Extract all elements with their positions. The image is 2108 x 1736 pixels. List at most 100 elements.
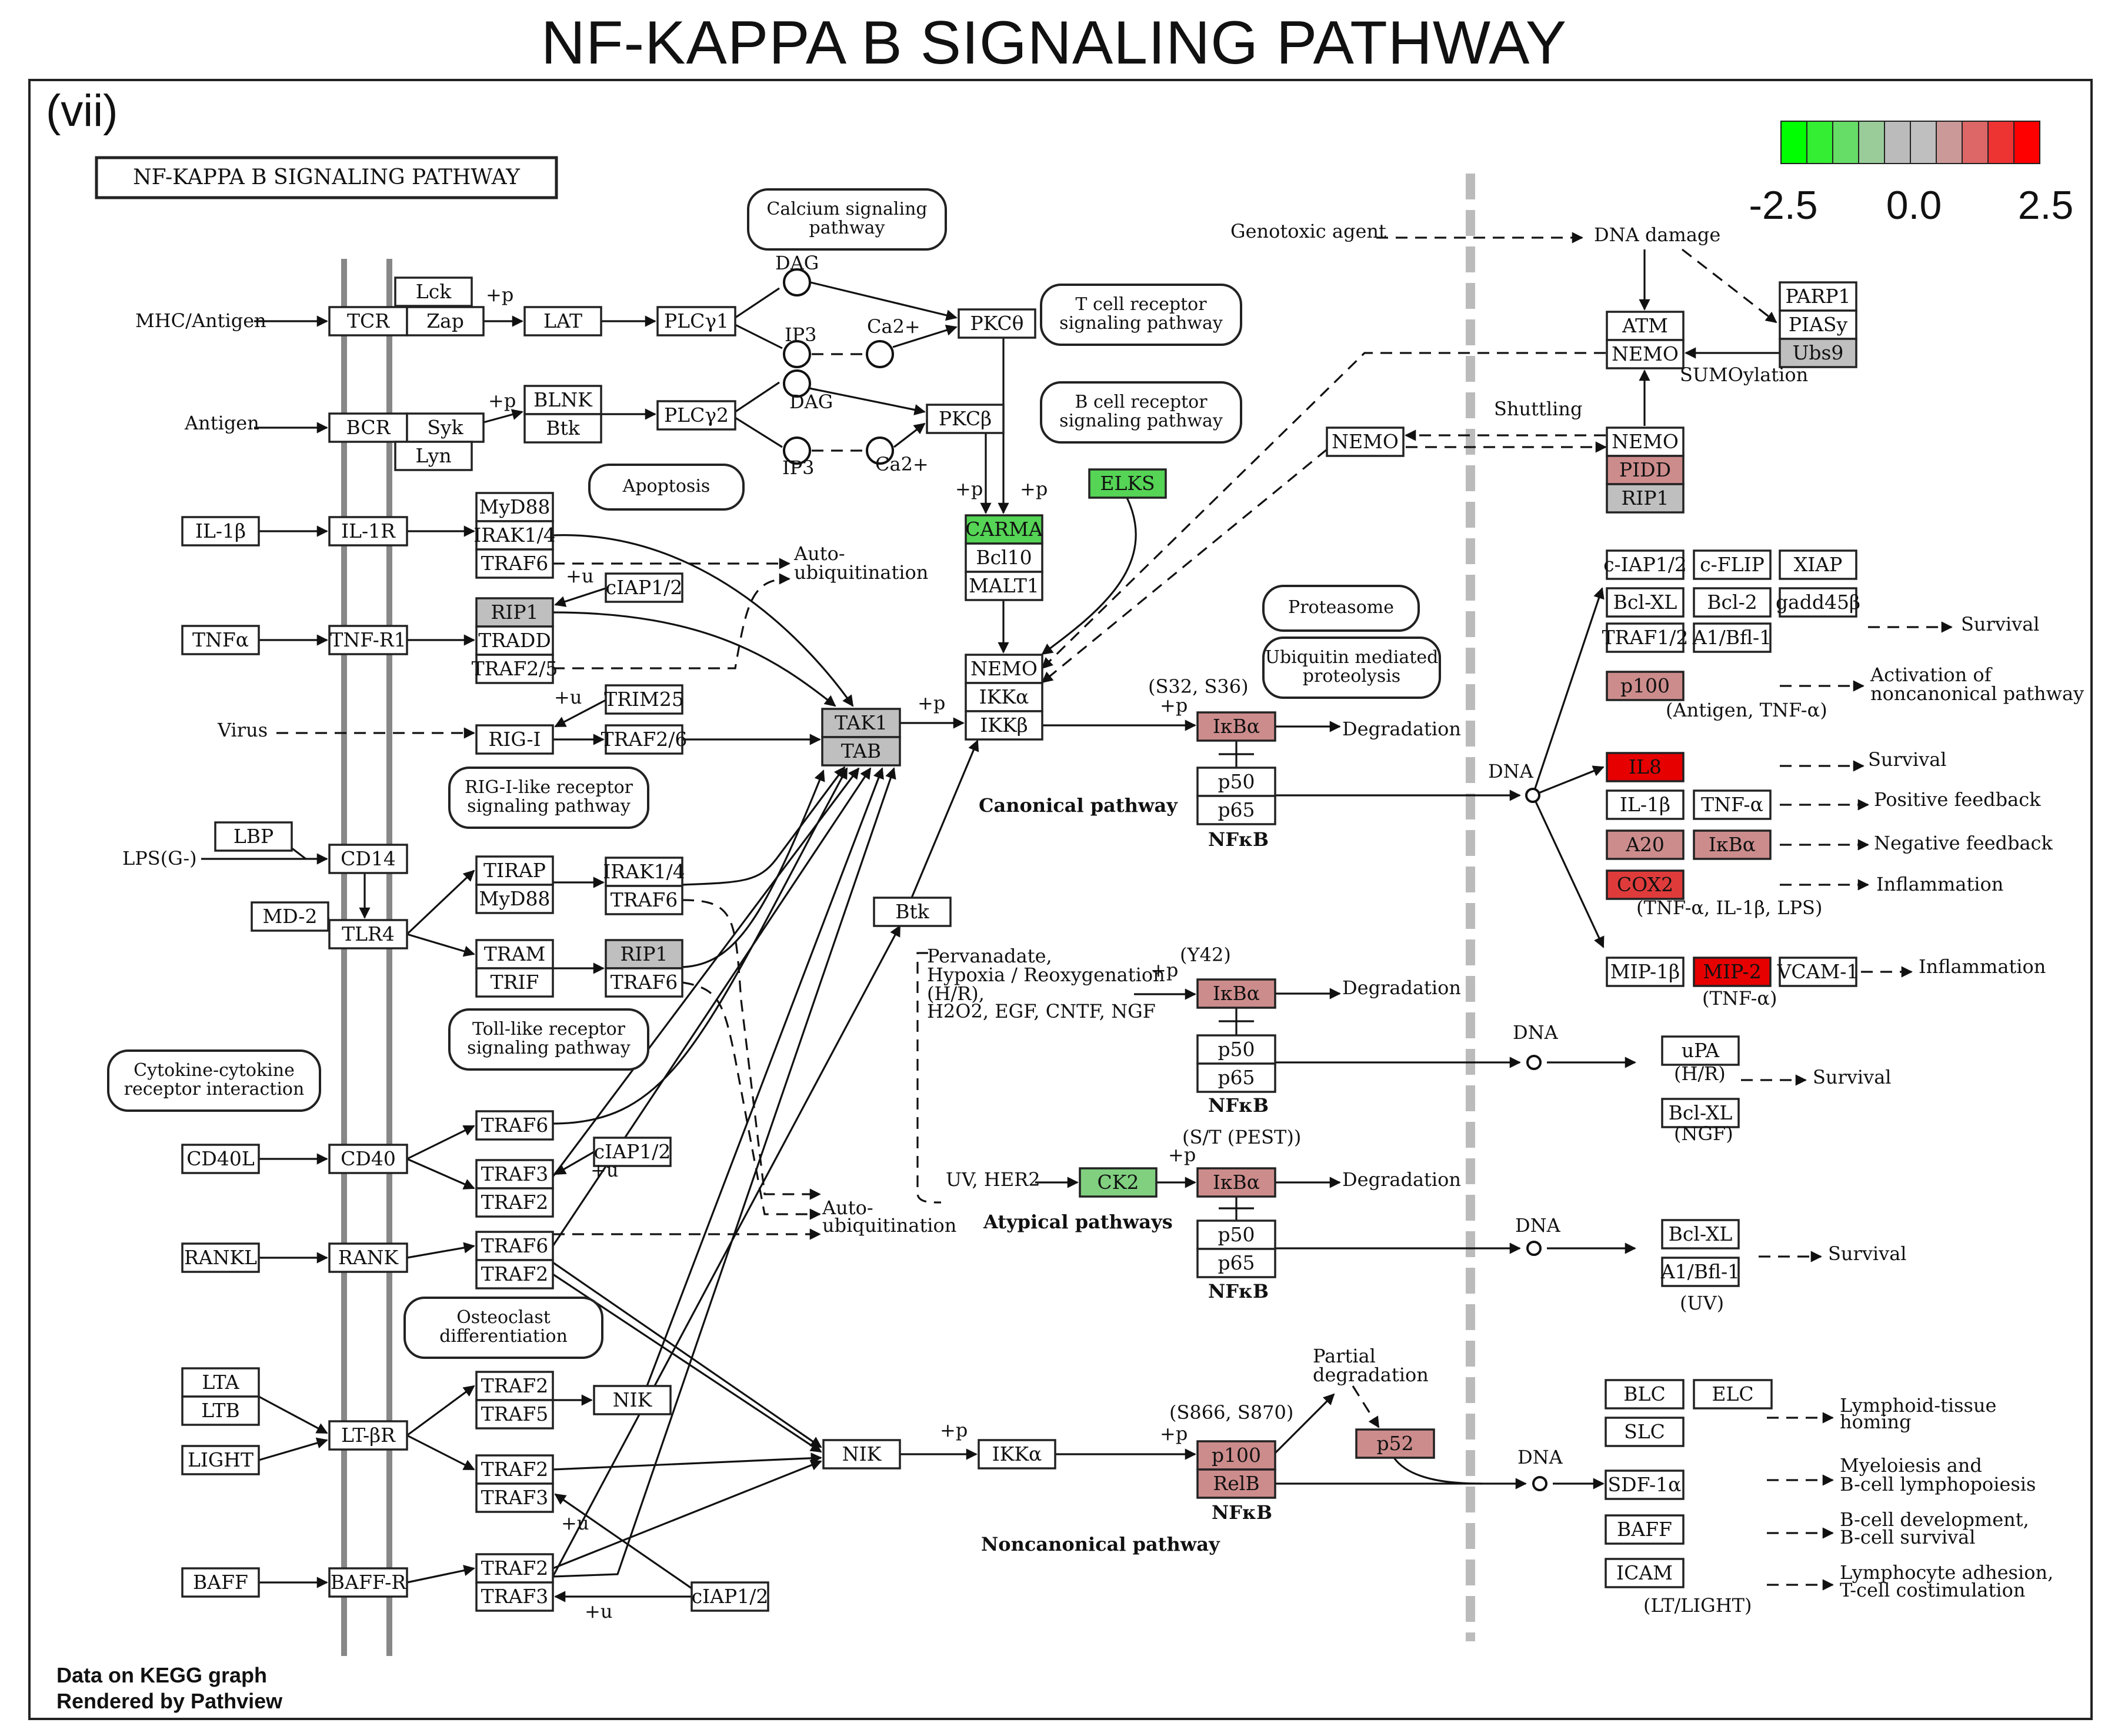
gene-node-irak14a[interactable]: IRAK1/4 [473, 520, 556, 551]
gene-node-tirap[interactable]: TIRAP [475, 855, 554, 886]
gene-node-p50c[interactable]: p50 [1196, 1219, 1276, 1250]
gene-node-ubc9[interactable]: Ubs9 [1779, 338, 1857, 368]
gene-node-a1bfl1a[interactable]: A1/Bfl-1 [1692, 622, 1772, 653]
gene-node-bclxl1[interactable]: Bcl-XL [1606, 587, 1685, 618]
pathway-link[interactable]: Proteasome [1262, 585, 1420, 632]
gene-node-mip2[interactable]: MIP-2 [1693, 957, 1772, 987]
gene-node-p65c[interactable]: p65 [1196, 1248, 1276, 1278]
gene-node-il1r[interactable]: IL-1R [328, 516, 408, 547]
gene-node-rankl[interactable]: RANKL [181, 1242, 260, 1273]
gene-node-ciap3[interactable]: cIAP1/2 [691, 1581, 769, 1612]
gene-node-a20[interactable]: A20 [1606, 829, 1685, 860]
gene-node-nemo3[interactable]: NEMO [1606, 339, 1685, 369]
gene-node-bclxl3[interactable]: Bcl-XL [1661, 1219, 1740, 1249]
gene-node-bcr[interactable]: BCR [328, 412, 408, 443]
gene-node-btk2[interactable]: Btk [873, 897, 952, 927]
gene-node-traf3c[interactable]: TRAF3 [475, 1581, 554, 1612]
gene-node-tcr[interactable]: TCR [328, 306, 408, 336]
gene-node-md2[interactable]: MD-2 [251, 901, 329, 932]
gene-node-traf6d[interactable]: TRAF6 [475, 1110, 554, 1141]
gene-node-traf25[interactable]: TRAF2/5 [472, 654, 558, 684]
gene-node-traf3b[interactable]: TRAF3 [475, 1482, 554, 1513]
gene-node-myd88a[interactable]: MyD88 [475, 492, 554, 522]
gene-node-nik2[interactable]: NIK [822, 1439, 901, 1470]
gene-node-tram[interactable]: TRAM [475, 939, 554, 969]
gene-node-tnfa2[interactable]: TNF-α [1693, 789, 1772, 820]
gene-node-cflip[interactable]: c-FLIP [1693, 549, 1772, 580]
gene-node-ciap4[interactable]: c-IAP1/2 [1603, 549, 1687, 580]
gene-node-ck2[interactable]: CK2 [1079, 1167, 1158, 1198]
gene-node-il1b2[interactable]: IL-1β [1606, 789, 1685, 820]
gene-node-btk1[interactable]: Btk [523, 413, 602, 444]
gene-node-ikka1[interactable]: IKKα [965, 682, 1043, 712]
gene-node-xiap[interactable]: XIAP [1779, 549, 1857, 580]
gene-node-p52[interactable]: p52 [1355, 1428, 1435, 1459]
gene-node-lta[interactable]: LTA [181, 1367, 260, 1398]
gene-node-tlr4[interactable]: TLR4 [328, 919, 408, 949]
gene-node-blnk[interactable]: BLNK [523, 385, 602, 415]
gene-node-cox2[interactable]: COX2 [1606, 869, 1685, 900]
gene-node-p50a[interactable]: p50 [1196, 767, 1276, 797]
gene-node-rank[interactable]: RANK [328, 1242, 408, 1273]
gene-node-blc[interactable]: BLC [1605, 1379, 1685, 1410]
gene-node-bclxl2[interactable]: Bcl-XL [1661, 1098, 1740, 1128]
gene-node-traf6e[interactable]: TRAF6 [475, 1231, 554, 1261]
gene-node-il1b[interactable]: IL-1β [181, 516, 260, 547]
gene-node-zap[interactable]: Zap [406, 306, 485, 336]
gene-node-traf2e[interactable]: TRAF2 [475, 1454, 554, 1485]
gene-node-traf6c[interactable]: TRAF6 [605, 967, 683, 998]
gene-node-mip1b[interactable]: MIP-1β [1606, 957, 1685, 987]
gene-node-vcam1[interactable]: VCAM-1 [1777, 957, 1859, 987]
gene-node-traf2f[interactable]: TRAF2 [475, 1553, 554, 1584]
gene-node-ikba2[interactable]: IκBα [1693, 829, 1772, 860]
gene-node-rip1c[interactable]: RIP1 [1606, 483, 1685, 514]
gene-node-myd88b[interactable]: MyD88 [475, 884, 554, 914]
gene-node-rigi[interactable]: RIG-I [475, 724, 554, 755]
gene-node-irak14b[interactable]: IRAK1/4 [603, 857, 685, 887]
gene-node-il8[interactable]: IL8 [1606, 752, 1685, 782]
gene-node-nemo4[interactable]: NEMO [1606, 426, 1685, 457]
gene-node-traf2b[interactable]: TRAF2 [475, 1187, 554, 1218]
gene-node-ltbr[interactable]: LT-βR [328, 1420, 408, 1451]
gene-node-ikkb1[interactable]: IKKβ [965, 710, 1043, 741]
gene-node-ltb[interactable]: LTB [181, 1395, 260, 1426]
gene-node-rip1a[interactable]: RIP1 [475, 597, 554, 628]
gene-node-piasy[interactable]: PIASy [1779, 309, 1857, 340]
gene-node-traf6a[interactable]: TRAF6 [475, 548, 554, 579]
gene-node-traf3a[interactable]: TRAF3 [475, 1159, 554, 1189]
gene-node-traf2a[interactable]: TRAF2/6 [601, 724, 688, 755]
gene-node-tnfa[interactable]: TNFα [181, 625, 260, 655]
gene-node-p100b[interactable]: p100 [1196, 1440, 1276, 1471]
gene-node-tab[interactable]: TAB [821, 736, 901, 767]
gene-node-pkct[interactable]: PKCθ [958, 308, 1036, 339]
gene-node-malt1[interactable]: MALT1 [965, 571, 1043, 601]
gene-node-ikka2[interactable]: IKKα [978, 1439, 1056, 1470]
gene-node-bcl10[interactable]: Bcl10 [965, 542, 1043, 573]
gene-node-lat[interactable]: LAT [523, 306, 602, 336]
gene-node-atm[interactable]: ATM [1606, 311, 1685, 341]
gene-node-light[interactable]: LIGHT [181, 1445, 260, 1475]
gene-node-icam[interactable]: ICAM [1605, 1558, 1685, 1588]
gene-node-tak1[interactable]: TAK1 [821, 708, 901, 738]
gene-node-lbp[interactable]: LBP [214, 821, 293, 852]
gene-node-relb[interactable]: RelB [1196, 1468, 1276, 1499]
gene-node-pkcb[interactable]: PKCβ [926, 404, 1005, 434]
gene-node-ikba4[interactable]: IκBα [1196, 1167, 1276, 1198]
gene-node-trif[interactable]: TRIF [475, 967, 554, 998]
gene-node-ikba3[interactable]: IκBα [1196, 978, 1276, 1009]
gene-node-nemo1[interactable]: NEMO [965, 654, 1043, 684]
gene-node-parp1[interactable]: PARP1 [1779, 281, 1857, 312]
gene-node-traf5[interactable]: TRAF5 [475, 1399, 554, 1430]
gene-node-cd40[interactable]: CD40 [328, 1144, 408, 1174]
gene-node-tradd[interactable]: TRADD [475, 625, 554, 656]
gene-node-baffr[interactable]: BAFF-R [328, 1567, 408, 1598]
gene-node-p50b[interactable]: p50 [1196, 1034, 1276, 1065]
gene-node-cd14[interactable]: CD14 [328, 844, 408, 874]
gene-node-baff1[interactable]: BAFF [181, 1567, 260, 1598]
gene-node-traf12[interactable]: TRAF1/2 [1602, 622, 1689, 653]
